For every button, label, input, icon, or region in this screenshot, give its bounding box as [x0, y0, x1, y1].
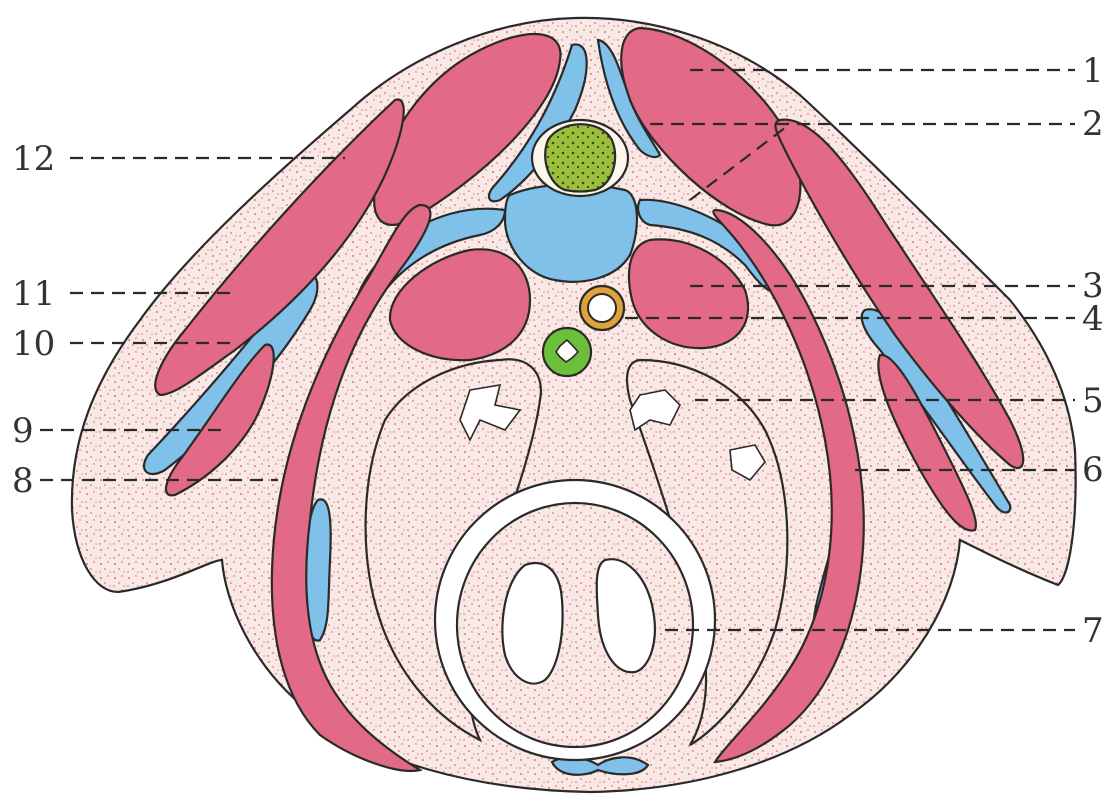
- heart-chamber-left: [502, 563, 562, 683]
- label-8: 8: [12, 461, 34, 501]
- aorta-lumen: [588, 294, 616, 322]
- label-12: 12: [12, 139, 55, 179]
- spinal-cord: [545, 124, 615, 191]
- label-10: 10: [12, 324, 55, 364]
- label-7: 7: [1082, 611, 1104, 651]
- label-1: 1: [1082, 51, 1104, 91]
- label-6: 6: [1082, 450, 1104, 490]
- label-2: 2: [1082, 104, 1104, 144]
- label-5: 5: [1082, 381, 1104, 421]
- pericardium-inner: [457, 503, 693, 747]
- label-9: 9: [12, 411, 34, 451]
- label-11: 11: [12, 274, 55, 314]
- label-4: 4: [1082, 299, 1104, 339]
